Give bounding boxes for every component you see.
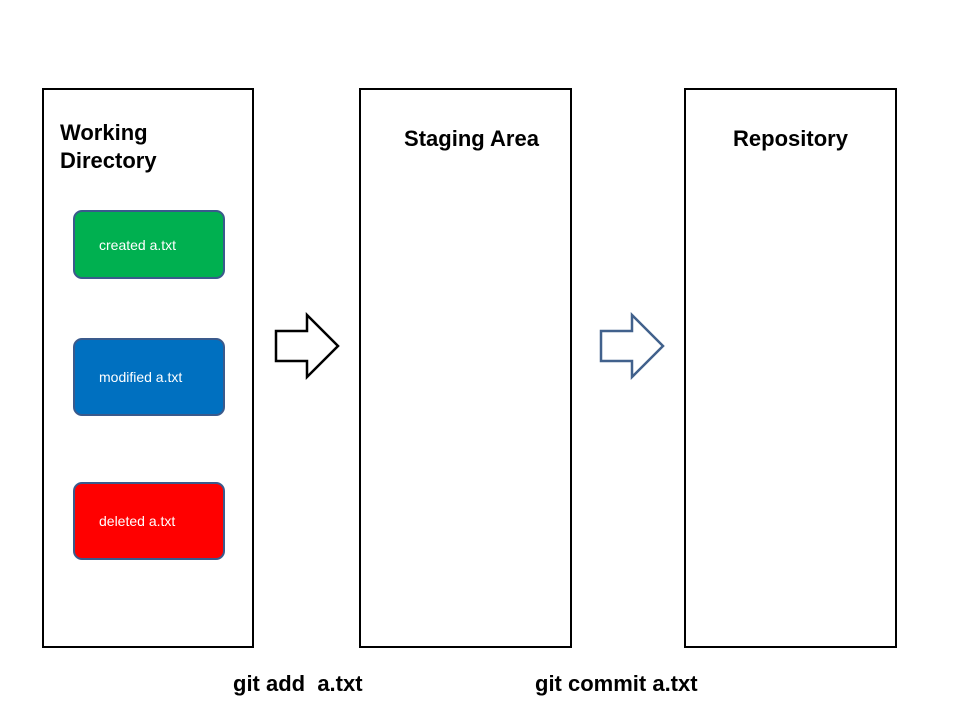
working-directory-panel: Working Directory created a.txt modified…: [42, 88, 254, 648]
deleted-file-label: deleted a.txt: [99, 513, 176, 529]
commit-arrow-icon: [599, 312, 665, 381]
git-commit-command: git commit a.txt: [535, 671, 698, 696]
repository-panel: Repository: [684, 88, 897, 648]
repository-title: Repository: [733, 126, 848, 151]
deleted-file-box: deleted a.txt: [73, 482, 225, 560]
staging-area-panel: Staging Area: [359, 88, 572, 648]
created-file-label: created a.txt: [99, 236, 177, 253]
git-add-command: git add a.txt: [233, 671, 363, 696]
staging-area-title: Staging Area: [404, 126, 539, 151]
working-directory-title: Working Directory: [60, 120, 157, 173]
modified-file-label: modified a.txt: [99, 369, 183, 385]
modified-file-box: modified a.txt: [73, 338, 225, 416]
add-arrow-icon: [274, 312, 340, 381]
created-file-box: created a.txt: [73, 210, 225, 279]
